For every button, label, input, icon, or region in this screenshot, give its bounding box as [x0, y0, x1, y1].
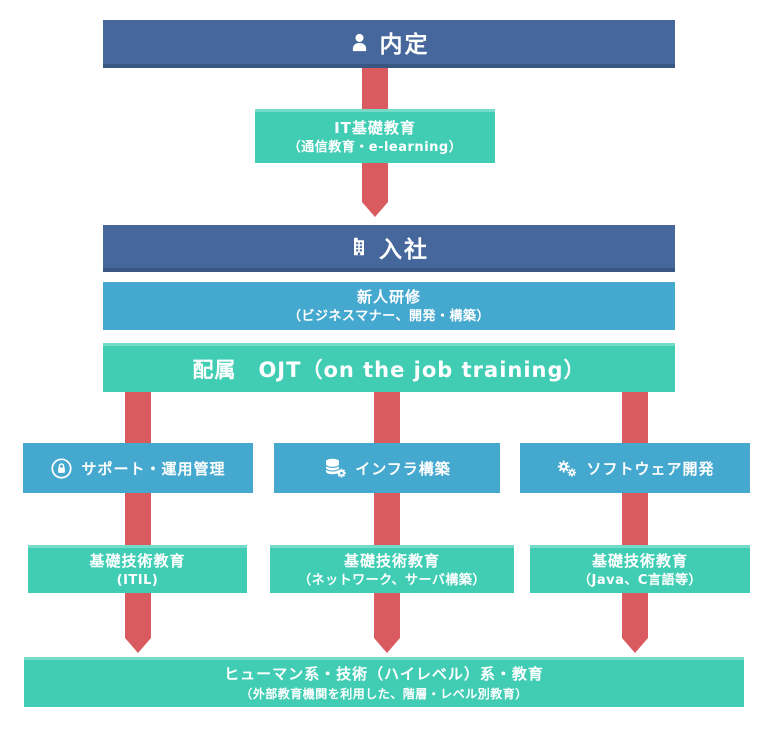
- it-training-box: IT基礎教育 （通信教育・e-learning）: [255, 109, 495, 163]
- track-support-box: サポート・運用管理: [23, 443, 253, 493]
- nyusha-label: 入社: [379, 236, 429, 263]
- final-education-title: ヒューマン系・技術（ハイレベル）系・教育: [224, 665, 544, 684]
- building-icon: [349, 236, 369, 257]
- training-software-subtitle: （Java、C言語等）: [578, 573, 702, 589]
- training-software-title: 基礎技術教育: [591, 552, 688, 571]
- track-infra-label: インフラ構築: [323, 457, 451, 479]
- it-training-title: IT基礎教育: [334, 119, 416, 138]
- naitei-box: 内定: [103, 20, 675, 68]
- shinjin-title: 新人研修: [356, 287, 421, 306]
- final-education-subtitle: （外部教育機関を利用した、階層・レベル別教育）: [240, 687, 528, 702]
- arrow-head-icon: [125, 638, 151, 653]
- shinjin-box: 新人研修 （ビジネスマナー、開発・構築）: [103, 282, 675, 330]
- naitei-label: 内定: [379, 32, 430, 58]
- track-software-box: ソフトウェア開発: [520, 443, 750, 493]
- track-infra-text: インフラ構築: [355, 459, 451, 478]
- training-infra-title: 基礎技術教育: [343, 552, 440, 571]
- arrow-shaft: [125, 392, 151, 638]
- final-education-box: ヒューマン系・技術（ハイレベル）系・教育 （外部教育機関を利用した、階層・レベル…: [24, 657, 744, 707]
- arrow-shaft: [622, 392, 648, 638]
- track-infra-box: インフラ構築: [274, 443, 500, 493]
- arrow-shaft: [374, 392, 400, 638]
- training-support-box: 基礎技術教育 (ITIL): [28, 545, 247, 593]
- training-support-title: 基礎技術教育: [89, 552, 186, 571]
- arrow-track-support: [125, 392, 151, 653]
- arrow-track-infra: [374, 392, 400, 653]
- training-infra-subtitle: （ネットワーク、サーバ構築）: [298, 573, 486, 589]
- arrow-head-icon: [622, 638, 648, 653]
- ojt-box: 配属 OJT（on the job training）: [103, 343, 675, 392]
- database-gear-icon: [323, 457, 347, 479]
- nyusha-box: 入社: [103, 225, 675, 272]
- shinjin-subtitle: （ビジネスマナー、開発・構築）: [288, 308, 490, 324]
- training-software-box: 基礎技術教育 （Java、C言語等）: [530, 545, 750, 593]
- it-training-subtitle: （通信教育・e-learning）: [287, 140, 463, 156]
- gears-icon: [555, 457, 578, 479]
- training-support-subtitle: (ITIL): [116, 573, 159, 589]
- track-support-text: サポート・運用管理: [81, 459, 226, 478]
- arrow-head-icon: [362, 202, 388, 217]
- naitei-heading: 内定: [349, 25, 430, 59]
- arrow-track-software: [622, 392, 648, 653]
- arrow-head-icon: [374, 638, 400, 653]
- nyusha-heading: 入社: [349, 230, 429, 264]
- track-software-text: ソフトウェア開発: [586, 459, 715, 478]
- person-icon: [349, 32, 370, 53]
- track-support-label: サポート・運用管理: [50, 457, 225, 480]
- training-infra-box: 基礎技術教育 （ネットワーク、サーバ構築）: [270, 545, 514, 593]
- lock-circle-icon: [50, 457, 73, 480]
- track-software-label: ソフトウェア開発: [555, 457, 714, 479]
- ojt-label: 配属 OJT（on the job training）: [192, 358, 586, 382]
